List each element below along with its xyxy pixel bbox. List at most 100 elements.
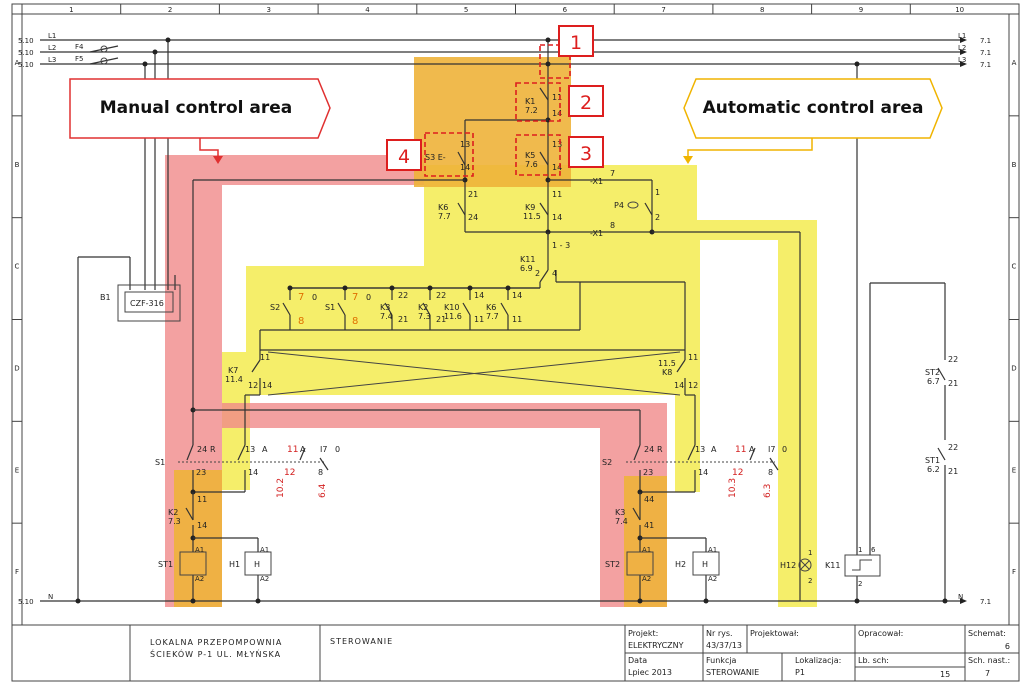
lokalizacja-value: P1 bbox=[795, 668, 805, 677]
row-label-left: B bbox=[15, 161, 20, 169]
k9-ref: 11.5 bbox=[523, 212, 541, 221]
k11-timer-coil bbox=[844, 554, 881, 577]
row-contact-node bbox=[389, 285, 395, 291]
h1-hour-counter bbox=[244, 551, 272, 576]
marker-boxes bbox=[386, 25, 604, 171]
k3-branch-ref: 7.4 bbox=[615, 517, 628, 526]
k11-timer-t6: 6 bbox=[871, 546, 876, 554]
st2-label: ST2 bbox=[605, 560, 620, 569]
s1-a2: A bbox=[300, 445, 306, 454]
s2-label: S2 bbox=[602, 458, 612, 467]
k9-t14: 14 bbox=[552, 213, 562, 222]
k1-ref: 7.2 bbox=[525, 106, 538, 115]
contact-k1 bbox=[539, 87, 549, 101]
row-contact-blade bbox=[337, 302, 346, 316]
k5-t13: 13 bbox=[552, 140, 562, 149]
st2-contact-t22: 22 bbox=[948, 355, 958, 364]
row-contact-blade bbox=[500, 302, 509, 316]
k2-row-ref: 7.3 bbox=[418, 312, 431, 321]
s2-t12: 12 bbox=[732, 468, 743, 478]
ref-l2-left: 5.10 bbox=[18, 49, 34, 57]
sch-nast-value: 7 bbox=[985, 669, 990, 678]
row-contact-blade bbox=[282, 302, 291, 316]
right-branch-wires bbox=[626, 444, 779, 604]
p4-t2: 2 bbox=[655, 213, 660, 222]
k6-row-t14: 14 bbox=[512, 291, 522, 300]
contact-s3 bbox=[457, 151, 466, 166]
st1-a2: A2 bbox=[195, 575, 204, 583]
k10-row-ref: 11.6 bbox=[444, 312, 462, 321]
row-contact-blade bbox=[384, 302, 393, 316]
manual-callout bbox=[69, 78, 331, 164]
schemat-value: 6 bbox=[1005, 642, 1010, 651]
column-label: 6 bbox=[563, 6, 568, 14]
h2-hour-counter bbox=[692, 551, 720, 576]
lb-sch-value: 15 bbox=[940, 670, 950, 679]
k8-t14: 14 bbox=[674, 381, 684, 390]
k3-row-t22: 22 bbox=[398, 291, 408, 300]
fuse-f4 bbox=[89, 45, 119, 53]
h1-label: H1 bbox=[229, 560, 240, 569]
k3-branch-t44: 44 bbox=[644, 495, 654, 504]
column-label: 4 bbox=[365, 6, 370, 14]
k8-label: K8 bbox=[662, 368, 672, 377]
s2-row-t7: 7 bbox=[298, 292, 304, 303]
row-label-left: D bbox=[14, 364, 19, 372]
k6-row-ref: 7.7 bbox=[486, 312, 499, 321]
k2-branch-t11: 11 bbox=[197, 495, 207, 504]
st1-coil bbox=[179, 551, 207, 576]
column-label: 2 bbox=[168, 6, 172, 14]
row-contact-node bbox=[287, 285, 293, 291]
fuse-f5-label: F5 bbox=[75, 55, 83, 63]
contact-p4 bbox=[644, 202, 653, 216]
k11-timer-t1: 1 bbox=[858, 546, 862, 554]
contact-k5 bbox=[539, 151, 549, 166]
projektowal-label: Projektował: bbox=[750, 629, 799, 638]
k10-row-label: K10 bbox=[444, 303, 459, 312]
ref-6-3: 6.3 bbox=[763, 484, 773, 498]
s1-row-t8: 8 bbox=[352, 316, 358, 327]
h1-symbol: H bbox=[254, 560, 260, 569]
dashed-markers bbox=[424, 44, 571, 177]
k2-row-t22: 22 bbox=[436, 291, 446, 300]
neutral-label-left: N bbox=[48, 593, 53, 601]
x1-top-terminal: 7 bbox=[610, 169, 615, 178]
ref-l1-right: 7.1 bbox=[980, 37, 991, 45]
k6-t24: 24 bbox=[468, 213, 478, 222]
project-name-line2: ŚCIEKÓW P-1 UL. MŁYŃSKA bbox=[150, 648, 281, 659]
data-value: Lpiec 2013 bbox=[628, 668, 672, 677]
ref-l3-left: 5.10 bbox=[18, 61, 34, 69]
sch-nast-label: Sch. nast.: bbox=[968, 656, 1010, 665]
h2-a1: A1 bbox=[708, 546, 717, 554]
p4-label: P4 bbox=[614, 201, 624, 210]
st1-label: ST1 bbox=[158, 560, 173, 569]
s3-label: S3 E- bbox=[425, 153, 446, 162]
ref-10-3: 10.3 bbox=[728, 478, 738, 498]
st1-contact-t22: 22 bbox=[948, 443, 958, 452]
ref-l1-left: 5.10 bbox=[18, 37, 34, 45]
p4-t1: 1 bbox=[655, 188, 660, 197]
column-label: 7 bbox=[661, 6, 665, 14]
k11-t2: 2 bbox=[535, 269, 540, 278]
s2-row-t0: 0 bbox=[312, 293, 317, 302]
k3-row-t21: 21 bbox=[398, 315, 408, 324]
k3-row-label: K3 bbox=[380, 303, 390, 312]
h1-a1: A1 bbox=[260, 546, 269, 554]
k6-top-label: K6 bbox=[438, 203, 448, 212]
marker-1: 1 bbox=[570, 32, 582, 54]
s1-row-t7: 7 bbox=[352, 292, 358, 303]
h12-t2: 2 bbox=[808, 577, 812, 585]
ref-6-4: 6.4 bbox=[318, 483, 328, 498]
k11-ref: 6.9 bbox=[520, 264, 533, 273]
s3-t14: 14 bbox=[460, 163, 470, 172]
project-name-line1: LOKALNA PRZEPOMPOWNIA bbox=[150, 638, 282, 647]
k1-t14: 14 bbox=[552, 109, 562, 118]
ref-n-left: 5.10 bbox=[18, 598, 34, 606]
phase-l2-left: L2 bbox=[48, 44, 56, 52]
s1-t8: 8 bbox=[318, 468, 323, 477]
opracowal-label: Opracował: bbox=[858, 629, 903, 638]
x1-bottom-label: -X1 bbox=[590, 229, 603, 238]
fuse-f5 bbox=[89, 57, 119, 65]
phase-l3-left: L3 bbox=[48, 56, 56, 64]
s2-row-t8: 8 bbox=[298, 316, 304, 327]
